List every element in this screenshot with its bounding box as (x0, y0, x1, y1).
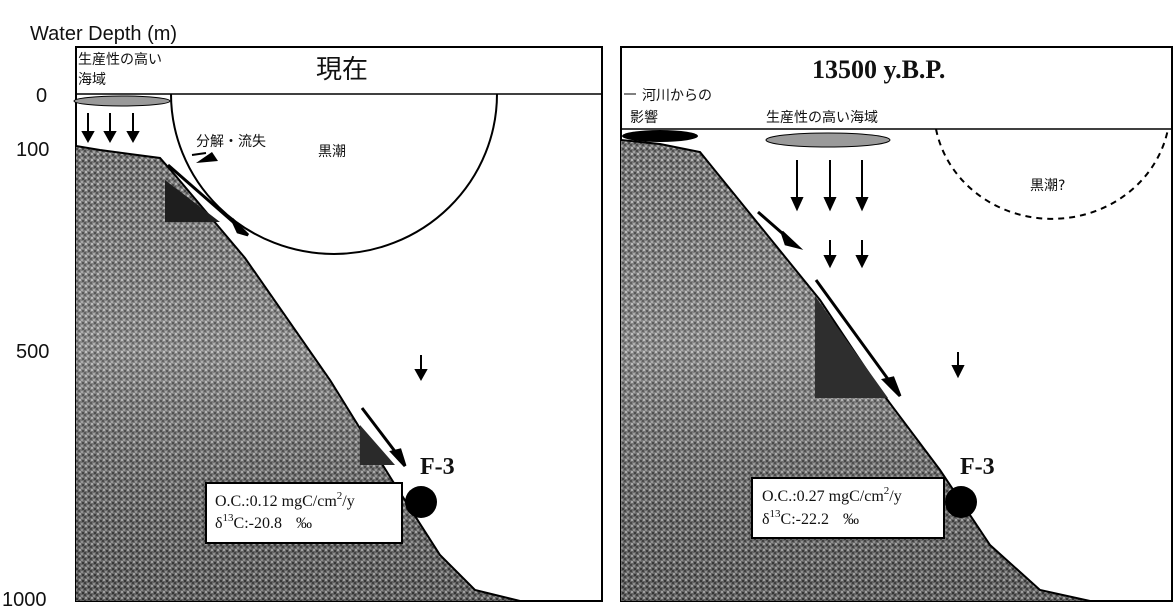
info-box-present (205, 482, 403, 544)
slope-transport-arrows (167, 163, 407, 468)
kuroshio-label: 黒潮 (318, 144, 346, 160)
panel-13500bp: 13500 y.B.P. 河川からの 影響 生産性の高い海域 黒潮? F-3 O… (620, 46, 1173, 602)
productive-zone-label-2: 海域 (78, 72, 106, 88)
site-label-13500bp: F-3 (960, 454, 995, 480)
sinking-arrows-13500bp (790, 160, 965, 379)
organic-carbon-present: O.C.:0.12 mgC/cm2/y (215, 490, 355, 510)
y-axis-title: Water Depth (m) (30, 23, 177, 45)
kuroshio-label-13500bp: 黒潮? (1030, 178, 1065, 194)
river-influence-ellipse (622, 130, 698, 142)
seafloor-profile (75, 145, 521, 602)
y-tick-1000: 1000 (2, 589, 47, 609)
productive-zone-ellipse-13500bp (765, 132, 891, 148)
site-marker-13500bp (945, 486, 977, 518)
y-tick-500: 500 (16, 341, 49, 363)
seafloor-shading (76, 146, 520, 601)
deposit-wedge-lower (360, 425, 395, 465)
productive-zone-ellipse (73, 95, 171, 107)
deposit-block-13500bp (815, 296, 888, 398)
delta13c-present: δ13C:-20.8‰ (215, 512, 312, 532)
deposit-wedge-upper (165, 180, 220, 222)
y-tick-100: 100 (16, 139, 49, 161)
decomposition-arrowhead (196, 152, 218, 163)
decomposition-dash (191, 152, 207, 156)
kuroshio-current-circle-13500bp (935, 128, 1169, 220)
river-label-2: 影響 (630, 109, 658, 126)
decomposition-label: 分解・流失 (196, 134, 266, 150)
panel-13500bp-title: 13500 y.B.P. (812, 55, 945, 84)
organic-carbon-13500bp: O.C.:0.27 mgC/cm2/y (762, 485, 902, 505)
panel-present: 現在 生産性の高い 海域 分解・流失 黒潮 F-3 O.C.:0.12 mgC/… (73, 46, 603, 602)
delta13c-13500bp: δ13C:-22.2‰ (762, 508, 859, 528)
sinking-arrows (81, 113, 428, 382)
productive-zone-label-1: 生産性の高い (78, 51, 162, 68)
productive-zone-label-13500bp: 生産性の高い海域 (766, 109, 878, 126)
river-label-1: 河川からの (642, 88, 712, 104)
slope-transport-arrows-13500bp (757, 210, 902, 398)
info-box-13500bp (751, 477, 945, 539)
panel-present-title: 現在 (316, 55, 368, 85)
site-label-present: F-3 (420, 454, 455, 480)
kuroshio-current-circle (170, 93, 498, 255)
site-marker-present (405, 486, 437, 518)
y-tick-0: 0 (36, 85, 47, 107)
